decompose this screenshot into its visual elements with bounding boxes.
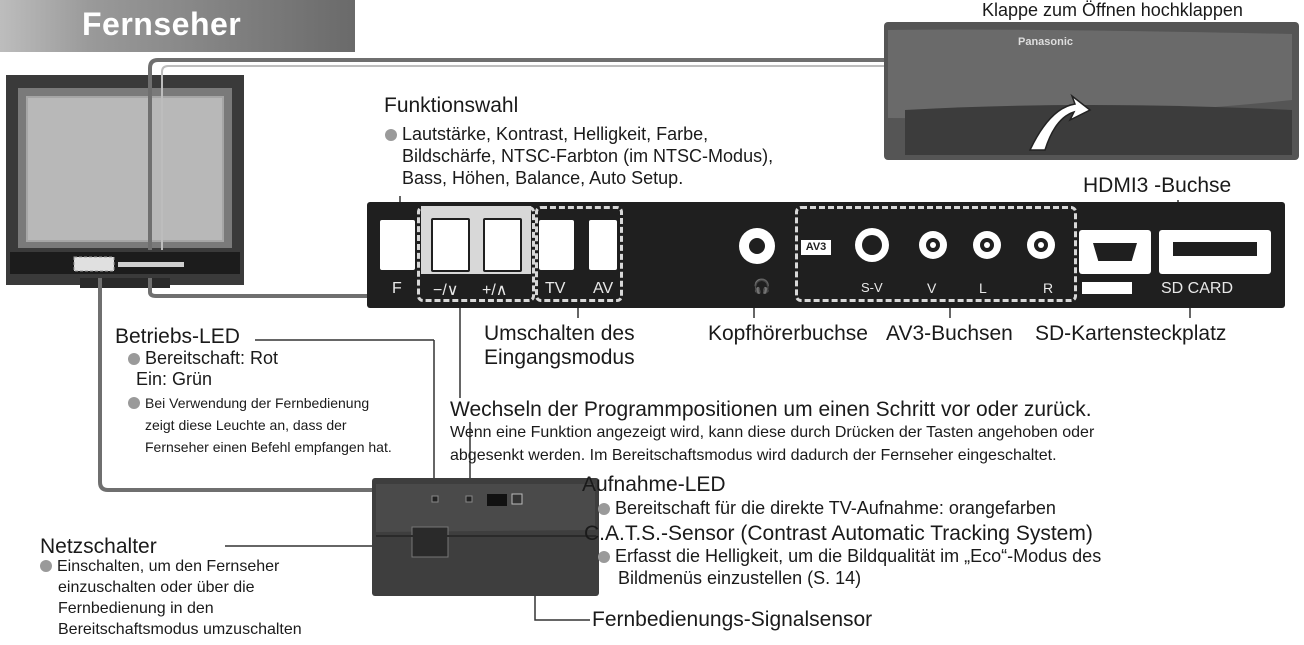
netzschalter-line-1: Einschalten, um den Fernseher	[40, 558, 279, 576]
av-button[interactable]	[589, 220, 617, 270]
headphone-icon: 🎧	[753, 278, 771, 294]
netzschalter-line-2: einzuschalten oder über die	[58, 579, 255, 596]
netzschalter-heading: Netzschalter	[40, 535, 161, 559]
programm-line-1: Wenn eine Funktion angezeigt wird, kann …	[450, 424, 1095, 441]
programm-line-2: abgesenkt werden. Im Bereitschaftsmodus …	[450, 447, 1057, 464]
kopfhoerer-label: Kopfhörerbuchse	[708, 322, 868, 345]
f-button[interactable]	[380, 220, 415, 270]
cats-line-2: Bildmenüs einzustellen (S. 14)	[618, 568, 862, 588]
sd-platz-label: SD-Kartensteckplatz	[1035, 322, 1227, 345]
umschalten-line-1: Umschalten des	[484, 322, 635, 345]
s-video-jack[interactable]	[855, 228, 889, 262]
sd-card-slot[interactable]	[1159, 230, 1271, 274]
r-label: R	[1043, 280, 1054, 296]
betriebs-led-heading: Betriebs-LED	[115, 325, 244, 349]
hdmi3-port[interactable]	[1079, 230, 1151, 274]
betriebs-led-remote-1: Bei Verwendung der Fernbedienung	[128, 395, 369, 412]
cats-line-1: Erfasst die Helligkeit, um die Bildquali…	[598, 546, 1101, 566]
flap-caption: Klappe zum Öffnen hochklappen	[982, 0, 1243, 20]
channel-up-button[interactable]	[483, 218, 522, 272]
sv-label: S-V	[861, 280, 883, 295]
headphone-jack[interactable]	[739, 228, 775, 264]
netzschalter-line-4: Bereitschaftsmodus umzuschalten	[58, 621, 302, 638]
betriebs-led-remote-2: zeigt diese Leuchte an, dass der	[145, 417, 347, 433]
tv-label: TV	[545, 280, 566, 297]
funktionswahl-line-2: Bildschärfe, NTSC-Farbton (im NTSC-Modus…	[402, 146, 774, 166]
av-label: AV	[593, 280, 614, 297]
sd-label: SD CARD	[1161, 280, 1234, 297]
hdmi-label: HDMI3 -Buchse	[1083, 174, 1232, 197]
umschalten-line-2: Eingangsmodus	[484, 346, 635, 369]
audio-r-jack[interactable]	[1027, 231, 1055, 259]
tv-button[interactable]	[539, 220, 574, 270]
funktionswahl-heading: Funktionswahl	[384, 94, 519, 117]
betriebs-led-line-2: Ein: Grün	[136, 369, 213, 389]
av3-buchsen-label: AV3-Buchsen	[886, 322, 1013, 345]
netzschalter-line-3: Fernbedienung in den	[58, 600, 214, 617]
aufnahme-led-heading: Aufnahme-LED	[582, 473, 726, 496]
video-jack[interactable]	[919, 231, 947, 259]
programm-heading: Wechseln der Programmpositionen um einen…	[450, 398, 1092, 422]
channel-keys-outline	[417, 206, 535, 302]
f-label: F	[392, 280, 402, 297]
input-keys-outline	[535, 206, 623, 302]
fernbedienung-sensor-label: Fernbedienungs-Signalsensor	[592, 608, 873, 631]
brand-logo: Panasonic	[1018, 36, 1074, 48]
title-banner: Fernseher	[0, 0, 355, 52]
control-panel: F −/∨ +/∧ TV AV 🎧 AV3 S-V V L R SD CARD	[367, 202, 1285, 308]
betriebs-led-remote-3: Fernseher einen Befehl empfangen hat.	[145, 439, 392, 455]
av3-tag: AV3	[801, 240, 831, 255]
l-label: L	[979, 280, 987, 296]
plus-label: +/∧	[482, 282, 508, 299]
cats-heading: C.A.T.S.-Sensor (Contrast Automatic Trac…	[584, 522, 1093, 545]
page-title: Fernseher	[82, 6, 242, 42]
audio-l-jack[interactable]	[973, 231, 1001, 259]
aufnahme-led-line: Bereitschaft für die direkte TV-Aufnahme…	[598, 498, 1056, 518]
minus-label: −/∨	[433, 282, 459, 299]
betriebs-led-line-1: Bereitschaft: Rot	[128, 348, 278, 368]
av3-outline	[795, 206, 1077, 302]
funktionswahl-line-3: Bass, Höhen, Balance, Auto Setup.	[402, 168, 684, 188]
v-label: V	[927, 280, 937, 296]
funktionswahl-line-1: Lautstärke, Kontrast, Helligkeit, Farbe,	[385, 124, 708, 144]
hdmi-strip	[1082, 282, 1132, 294]
channel-down-button[interactable]	[431, 218, 470, 272]
